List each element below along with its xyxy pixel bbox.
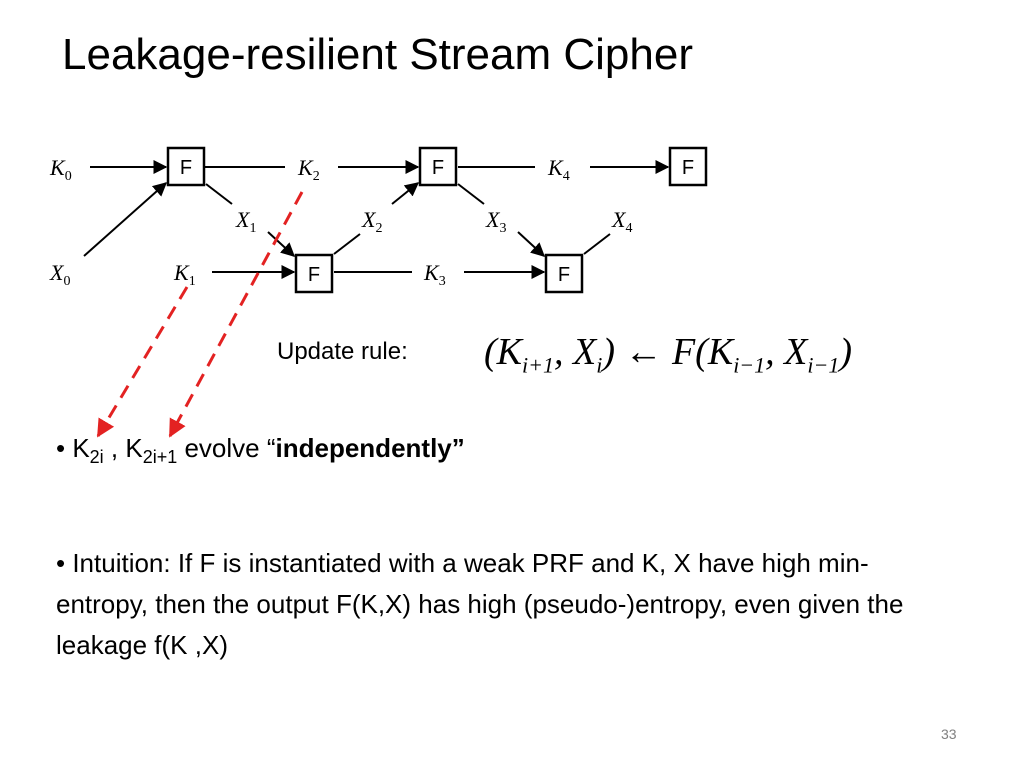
k0-label: K0	[49, 155, 72, 184]
slide-number: 33	[941, 726, 957, 742]
f-box-3: F	[668, 146, 708, 187]
slide-title: Leakage-resilient Stream Cipher	[62, 30, 693, 79]
f-box-label: F	[180, 157, 192, 179]
x4-line-a	[583, 233, 611, 255]
k2-label: K2	[297, 155, 320, 184]
k4-label: K4	[547, 155, 570, 184]
x2-line-a	[333, 233, 361, 255]
x2-label: X2	[361, 207, 382, 236]
x3-line-a	[457, 183, 485, 205]
x0-label: X0	[49, 260, 70, 289]
bullet-independence: • K2i , K2i+1 evolve “independently”	[56, 433, 465, 468]
x1-arrow	[267, 231, 296, 257]
k2-to-k2i1-dashed-arrow	[168, 191, 304, 438]
k3-label: K3	[423, 260, 446, 289]
f-box-label: F	[432, 157, 444, 179]
x1-label: X1	[235, 207, 256, 236]
k1-label: K1	[173, 260, 196, 289]
f-box-label: F	[308, 264, 320, 286]
x2-arrow	[391, 182, 420, 205]
x1-line-a	[205, 183, 233, 205]
f-box-2: F	[418, 146, 458, 187]
x3-arrow	[517, 231, 546, 257]
f-box-5: F	[544, 253, 584, 294]
update-rule-formula: (Ki+1, Xi) ← F(Ki−1, Xi−1)	[484, 331, 852, 378]
x3-label: X3	[485, 207, 506, 236]
bullet-intuition: • Intuition: If F is instantiated with a…	[56, 548, 904, 660]
update-rule-label: Update rule:	[277, 338, 408, 365]
f-box-label: F	[682, 157, 694, 179]
f-box-label: F	[558, 264, 570, 286]
f-box-1: F	[166, 146, 206, 187]
f-box-4: F	[294, 253, 334, 294]
k1-to-k2i-dashed-arrow	[96, 286, 189, 438]
stream-cipher-diagram: F F F F F K0 K2 K4 X0	[49, 146, 708, 438]
x0-arrow	[83, 182, 168, 257]
x4-label: X4	[611, 207, 632, 236]
